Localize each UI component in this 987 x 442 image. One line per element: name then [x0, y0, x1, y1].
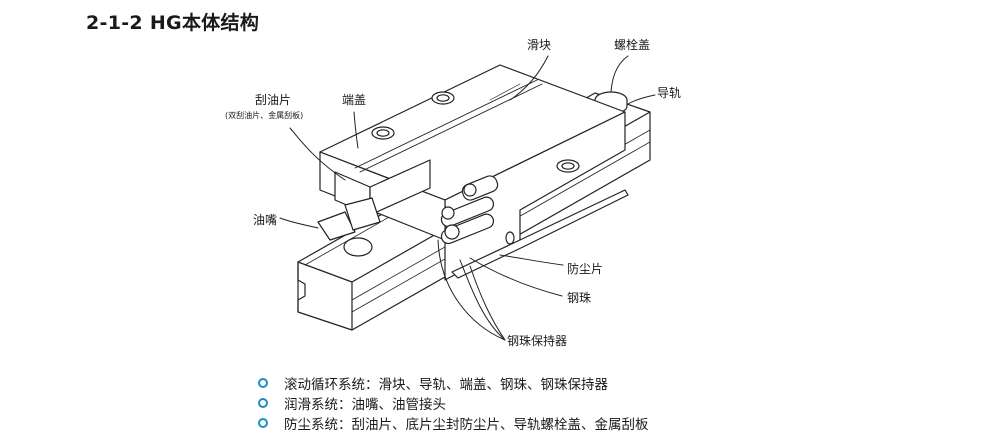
- ball-retainer-drawing: [440, 175, 499, 245]
- grease-nipple-drawing: [317, 197, 381, 257]
- ring-bullet-icon: [258, 378, 268, 388]
- list-item-text: 防尘系统：刮油片、底片尘封防尘片、导轨螺栓盖、金属刮板: [284, 417, 649, 433]
- label-bolt-cap: 螺栓盖: [614, 38, 651, 52]
- label-scraper-note: (双刮油片、金属刮板): [225, 111, 304, 120]
- hg-linear-guide-diagram: [279, 55, 656, 341]
- leader-lines: [279, 55, 656, 341]
- label-scraper: 刮油片: [255, 93, 292, 107]
- label-slider: 滑块: [527, 38, 552, 52]
- dust-seal-drawing: [451, 189, 629, 279]
- list-item: 防尘系统：刮油片、底片尘封防尘片、导轨螺栓盖、金属刮板: [258, 413, 649, 433]
- ring-bullet-icon: [258, 398, 268, 408]
- label-rail: 导轨: [657, 86, 682, 100]
- slider-drawing: [319, 64, 626, 281]
- page-title: 2-1-2 HG本体结构: [86, 12, 260, 34]
- list-item: 润滑系统：油嘴、油管接头: [258, 393, 649, 413]
- label-grease-nipple: 油嘴: [253, 213, 278, 227]
- label-end-cap: 端盖: [342, 93, 367, 107]
- ring-bullet-icon: [258, 418, 268, 428]
- label-ball-retainer: 钢珠保持器: [507, 334, 568, 348]
- list-item-text: 滚动循环系统：滑块、导轨、端盖、钢珠、钢珠保持器: [284, 377, 608, 393]
- label-dust-seal: 防尘片: [567, 262, 604, 276]
- list-item-text: 润滑系统：油嘴、油管接头: [284, 397, 446, 413]
- label-steel-ball: 钢珠: [567, 291, 592, 305]
- system-list: 滚动循环系统：滑块、导轨、端盖、钢珠、钢珠保持器 润滑系统：油嘴、油管接头 防尘…: [258, 373, 649, 433]
- list-item: 滚动循环系统：滑块、导轨、端盖、钢珠、钢珠保持器: [258, 373, 649, 393]
